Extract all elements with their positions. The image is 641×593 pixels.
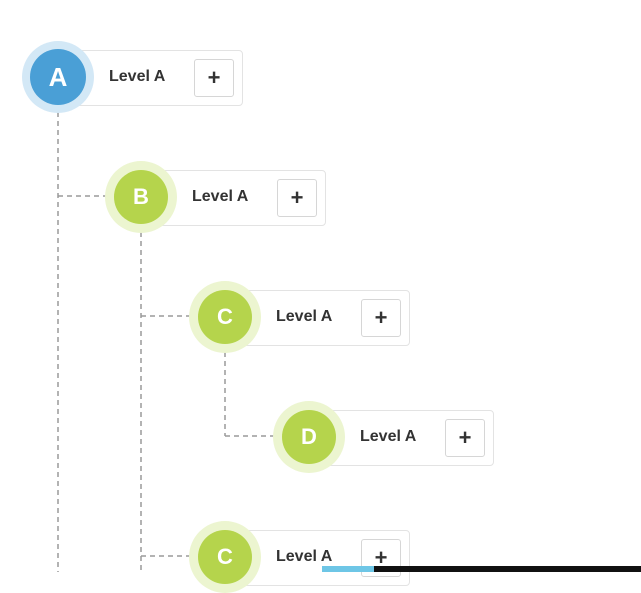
node-avatar[interactable]: B xyxy=(105,161,177,233)
avatar-letter: C xyxy=(198,530,252,584)
node-avatar[interactable]: A xyxy=(22,41,94,113)
node-label: Level A xyxy=(276,308,333,325)
node-avatar[interactable]: C xyxy=(189,281,261,353)
tree-connectors xyxy=(57,112,276,572)
horizontal-scrollbar[interactable] xyxy=(322,566,641,572)
node-label: Level A xyxy=(360,428,417,445)
tree-node-b: Level A + B xyxy=(105,161,335,233)
avatar-letter: D xyxy=(282,410,336,464)
avatar-letter: C xyxy=(198,290,252,344)
org-tree: Level A + A Level A + B Level A + C Leve… xyxy=(22,41,641,593)
tree-node-c: Level A + C xyxy=(189,281,419,353)
add-child-button[interactable]: + xyxy=(361,299,401,337)
node-avatar[interactable]: C xyxy=(189,521,261,593)
scrollbar-thumb[interactable] xyxy=(322,566,374,572)
add-child-button[interactable]: + xyxy=(445,419,485,457)
node-card: Level A + xyxy=(147,170,326,226)
node-label: Level A xyxy=(276,548,333,565)
tree-node-a: Level A + A xyxy=(22,41,252,113)
node-label: Level A xyxy=(192,188,249,205)
node-avatar[interactable]: D xyxy=(273,401,345,473)
avatar-letter: B xyxy=(114,170,168,224)
add-child-button[interactable]: + xyxy=(277,179,317,217)
add-child-button[interactable]: + xyxy=(194,59,234,97)
node-label: Level A xyxy=(109,68,166,85)
avatar-letter: A xyxy=(30,49,86,105)
tree-node-c-second: Level A + C xyxy=(189,521,419,593)
tree-node-d: Level A + D xyxy=(273,401,503,473)
